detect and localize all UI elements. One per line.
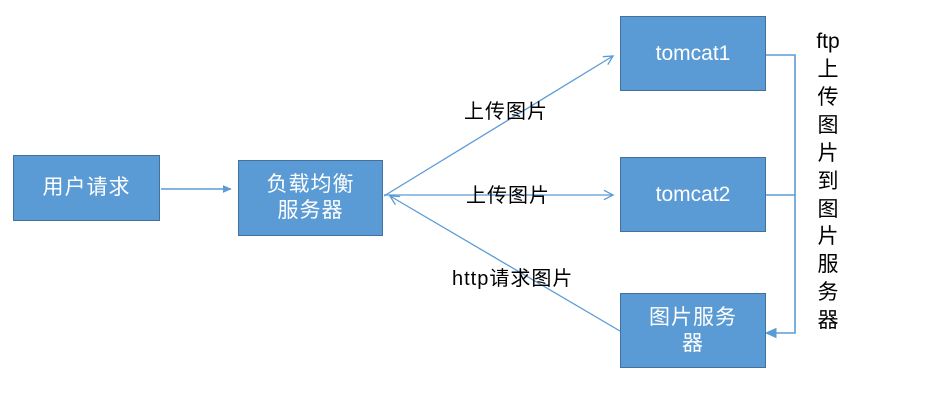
node-tomcat2[interactable]: tomcat2 [620, 157, 766, 232]
connector-loadbalancer-to-tomcat1 [383, 56, 613, 197]
ftp-label-char: 到 [817, 169, 839, 193]
node-image-server[interactable]: 图片服务器 [620, 293, 766, 368]
edge-label-http-request-image: http请求图片 [452, 268, 574, 290]
node-user-request[interactable]: 用户请求 [13, 155, 160, 221]
ftp-label-char: ftp [816, 30, 840, 53]
connector-ftp-arrowhead [764, 327, 777, 339]
ftp-label-char: 图 [817, 197, 839, 221]
node-load-balancer[interactable]: 负载均衡服务器 [238, 160, 383, 236]
node-label-line: 图片服务 [649, 305, 737, 329]
ftp-label-char: 传 [817, 85, 839, 109]
ftp-label-char: 上 [817, 57, 839, 81]
ftp-label-char: 务 [817, 281, 839, 305]
ftp-label-char: 图 [817, 113, 839, 137]
ftp-label-char: 片 [817, 141, 839, 165]
edge-label-upload-to-tomcat1: 上传图片 [464, 101, 548, 123]
node-label-line: 器 [682, 331, 704, 355]
node-tomcat1[interactable]: tomcat1 [620, 16, 766, 91]
node-label-line: 负载均衡 [266, 173, 355, 197]
edge-label-upload-to-tomcat2: 上传图片 [466, 185, 550, 207]
connector-tomcat1-ftp-to-imageserver [766, 54, 796, 334]
node-label-line: 服务器 [277, 199, 344, 222]
ftp-label-char: 器 [817, 309, 839, 333]
ftp-label-char: 服 [817, 253, 839, 277]
ftp-label-char: 片 [817, 225, 839, 249]
